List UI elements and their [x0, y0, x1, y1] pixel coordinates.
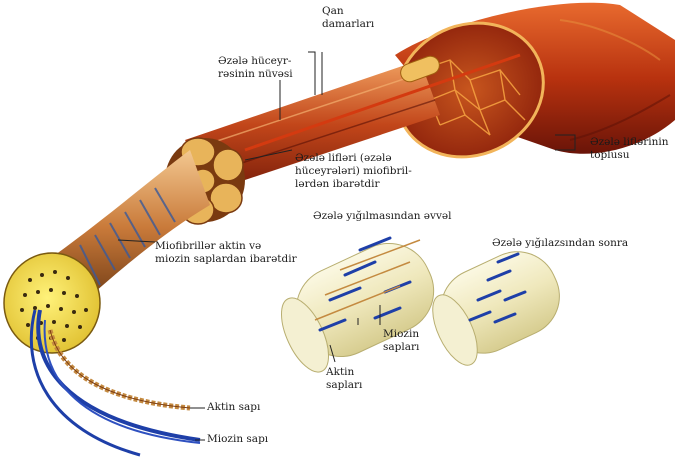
label-actin-threads: Aktin sapları: [326, 366, 362, 392]
label-myofibrils: Miofibrillər aktin və miozin saplardan i…: [155, 240, 297, 266]
label-actin-thread: Aktin sapı: [207, 401, 260, 414]
sarcomere-after: [424, 239, 573, 372]
label-myosin-thread: Miozin sapı: [207, 433, 268, 446]
label-before-contraction: Əzələ yığılmasından əvvəl: [313, 210, 451, 223]
label-blood-vessels: Qan damarları: [322, 5, 374, 31]
label-muscle-fibers: Əzələ lifləri (əzələ hüceyrələri) miofib…: [295, 152, 412, 191]
sarcomere-before: [272, 230, 448, 379]
label-nucleus: Əzələ hüceyr- rəsinin nüvəsi: [218, 55, 293, 81]
label-myosin-threads: Miozin sapları: [383, 328, 419, 354]
label-after-contraction: Əzələ yığılazsından sonra: [492, 237, 628, 250]
label-fiber-bundle: Əzələ liflərinin toplusu: [590, 136, 668, 162]
